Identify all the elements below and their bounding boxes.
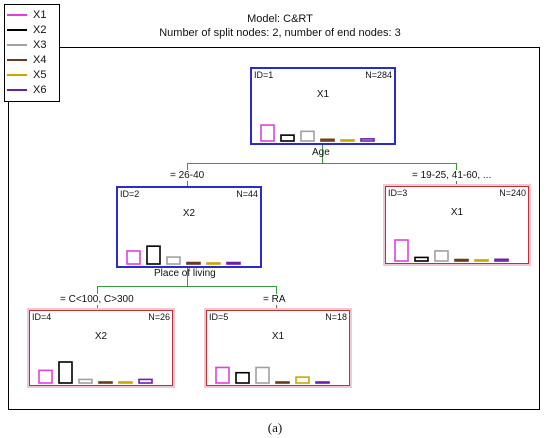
- histogram-bar-x6: [360, 138, 375, 142]
- legend-swatch: [7, 59, 27, 61]
- node-variable: X2: [94, 331, 108, 342]
- histogram-bar-x6: [494, 258, 509, 262]
- histogram-bar-x5: [474, 259, 489, 262]
- histogram-bar-x6: [138, 378, 153, 384]
- edge-label-right: = 19-25, 41-60, ...: [412, 170, 492, 181]
- tree-node-4: ID=4 N=26 X2: [29, 310, 173, 386]
- node-histogram: [126, 245, 241, 265]
- histogram-bar-x3: [300, 130, 315, 142]
- histogram-bar-x1: [394, 239, 409, 262]
- histogram-bar-x2: [235, 371, 250, 384]
- node-id: ID=4: [32, 312, 52, 322]
- legend-swatch: [7, 89, 27, 91]
- node-count: N=240: [499, 188, 526, 198]
- histogram-bar-x3: [78, 378, 93, 384]
- legend-item-x3: X3: [7, 38, 46, 52]
- histogram-bar-x1: [38, 369, 53, 384]
- node-id: ID=1: [254, 70, 274, 80]
- node-variable: X1: [450, 207, 464, 218]
- histogram-bar-x5: [295, 376, 310, 384]
- model-title: Model: C&RT: [247, 13, 313, 25]
- node-count: N=44: [236, 189, 258, 199]
- histogram-bar-x4: [454, 258, 469, 262]
- node-variable: X2: [182, 208, 196, 219]
- legend-label: X5: [33, 69, 47, 81]
- tree-node-1: ID=1 N=284 X1: [250, 67, 396, 145]
- histogram-bar-x4: [320, 138, 335, 142]
- legend-label: X3: [33, 39, 47, 51]
- edge-root-bar: [187, 163, 457, 164]
- edge-label-left: = 26-40: [170, 170, 205, 181]
- histogram-bar-x4: [275, 381, 290, 384]
- node-id: ID=2: [120, 189, 140, 199]
- legend-swatch: [7, 14, 27, 16]
- histogram-bar-x1: [126, 250, 141, 265]
- model-summary: Number of split nodes: 2, number of end …: [159, 27, 401, 39]
- tree-node-2: ID=2 N=44 X2: [116, 186, 262, 268]
- node-id: ID=5: [209, 312, 229, 322]
- histogram-bar-x6: [315, 381, 330, 384]
- histogram-bar-x2: [414, 256, 429, 262]
- node-variable: X1: [316, 89, 330, 100]
- legend-label: X2: [33, 24, 47, 36]
- node-histogram: [215, 366, 330, 384]
- histogram-bar-x4: [186, 261, 201, 265]
- figure-caption: (a): [267, 420, 283, 435]
- legend-label: X1: [33, 9, 47, 21]
- legend-item-x5: X5: [7, 68, 46, 82]
- histogram-bar-x4: [98, 381, 113, 384]
- histogram-bar-x1: [260, 124, 275, 142]
- legend-swatch: [7, 29, 27, 31]
- node-variable: X1: [271, 331, 285, 342]
- legend-swatch: [7, 44, 27, 46]
- histogram-bar-x2: [146, 245, 161, 265]
- node-histogram: [394, 239, 509, 262]
- legend-label: X4: [33, 54, 47, 66]
- histogram-bar-x5: [340, 139, 355, 142]
- histogram-bar-x2: [280, 134, 295, 142]
- histogram-bar-x5: [118, 381, 133, 384]
- tree-frame: [8, 47, 540, 410]
- legend-item-x6: X6: [7, 83, 46, 97]
- edge-label-right: = RA: [263, 294, 286, 305]
- legend-item-x2: X2: [7, 23, 46, 37]
- histogram-bar-x5: [206, 262, 221, 265]
- legend-item-x4: X4: [7, 53, 46, 67]
- node-id: ID=3: [388, 188, 408, 198]
- node-count: N=18: [325, 312, 347, 322]
- histogram-bar-x3: [434, 250, 449, 262]
- legend-label: X6: [33, 84, 47, 96]
- tree-node-3: ID=3 N=240 X1: [385, 186, 529, 264]
- histogram-bar-x6: [226, 261, 241, 265]
- edge-root-stem: [322, 141, 323, 163]
- histogram-bar-x1: [215, 366, 230, 384]
- node-count: N=26: [148, 312, 170, 322]
- node-count: N=284: [365, 70, 392, 80]
- histogram-bar-x3: [166, 256, 181, 265]
- histogram-bar-x2: [58, 361, 73, 384]
- split-variable-label: Age: [312, 147, 330, 158]
- legend: X1 X2 X3 X4 X5 X6: [4, 4, 60, 102]
- histogram-bar-x3: [255, 366, 270, 384]
- legend-swatch: [7, 74, 27, 76]
- node-histogram: [38, 361, 153, 384]
- edge-node2-bar: [97, 286, 277, 287]
- node-histogram: [260, 124, 375, 142]
- edge-label-left: = C<100, C>300: [60, 294, 134, 305]
- tree-node-5: ID=5 N=18 X1: [206, 310, 350, 386]
- split-variable-label: Place of living: [154, 268, 216, 279]
- edge-node2-stem: [187, 264, 188, 286]
- legend-item-x1: X1: [7, 8, 46, 22]
